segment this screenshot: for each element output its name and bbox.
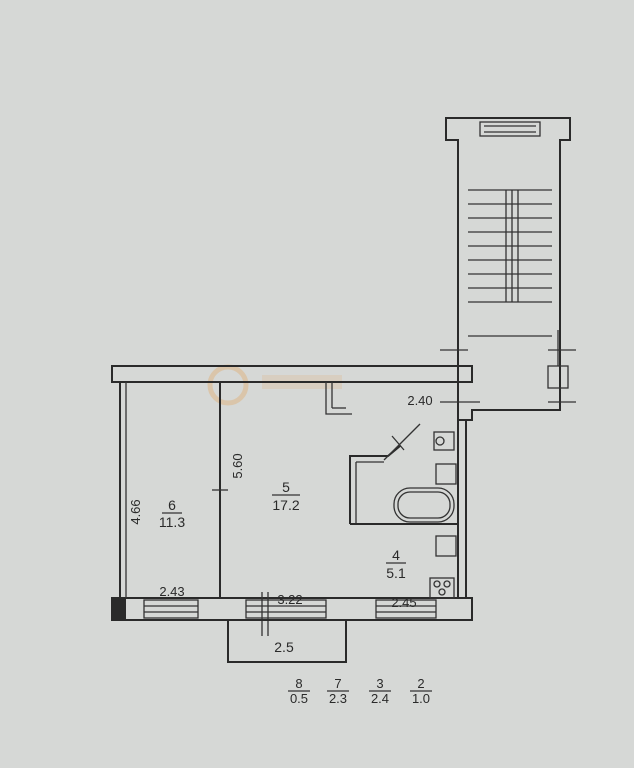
stair-treads bbox=[468, 189, 552, 303]
room-4-area: 5.1 bbox=[386, 565, 406, 581]
apartment-walls bbox=[111, 365, 480, 621]
legend-item-2: 2 1.0 bbox=[410, 676, 432, 706]
legend-area: 0.5 bbox=[290, 691, 308, 706]
legend-item-3: 3 2.4 bbox=[369, 676, 391, 706]
bottom-windows bbox=[143, 592, 437, 636]
legend-number: 8 bbox=[295, 676, 302, 691]
legend-item-7: 7 2.3 bbox=[327, 676, 349, 706]
dim-room5-height: 5.60 bbox=[230, 453, 245, 478]
bathtub bbox=[393, 487, 455, 523]
room-6-area: 11.3 bbox=[159, 514, 185, 530]
legend-area: 2.3 bbox=[329, 691, 347, 706]
bathroom bbox=[349, 423, 458, 557]
toilet bbox=[435, 463, 457, 485]
legend-item-8: 8 0.5 bbox=[288, 676, 310, 706]
room-6-label: 6 11.3 bbox=[159, 497, 185, 530]
corner-post bbox=[112, 598, 126, 620]
door-room5 bbox=[325, 382, 352, 415]
top-wall bbox=[111, 365, 473, 383]
room-5-label: 5 17.2 bbox=[272, 479, 300, 513]
room-4-label: 4 5.1 bbox=[386, 547, 406, 581]
dim-balcony: 2.5 bbox=[274, 639, 294, 655]
stairwell bbox=[440, 117, 576, 421]
dim-stair-width: 2.40 bbox=[407, 393, 432, 408]
legend-number: 2 bbox=[417, 676, 424, 691]
kitchen-sink bbox=[435, 535, 457, 557]
stairwell-window bbox=[479, 121, 541, 137]
legend-number: 3 bbox=[376, 676, 383, 691]
room-6-number: 6 bbox=[168, 497, 176, 513]
legend-area: 1.0 bbox=[412, 691, 430, 706]
legend-number: 7 bbox=[334, 676, 341, 691]
room-5-area: 17.2 bbox=[272, 497, 299, 513]
dim-room6-height: 4.66 bbox=[128, 499, 143, 524]
room-4-number: 4 bbox=[392, 547, 400, 563]
dim-window-middle: 3.22 bbox=[277, 592, 302, 607]
legend-area: 2.4 bbox=[371, 691, 389, 706]
dim-window-right: 2.45 bbox=[391, 595, 416, 610]
stove bbox=[429, 577, 455, 599]
legend: 8 0.5 7 2.3 3 2.4 2 1.0 bbox=[288, 676, 432, 706]
balcony bbox=[227, 619, 347, 663]
room-5-number: 5 bbox=[282, 479, 290, 495]
sink bbox=[433, 431, 455, 451]
dim-window-left: 2.43 bbox=[159, 584, 184, 599]
